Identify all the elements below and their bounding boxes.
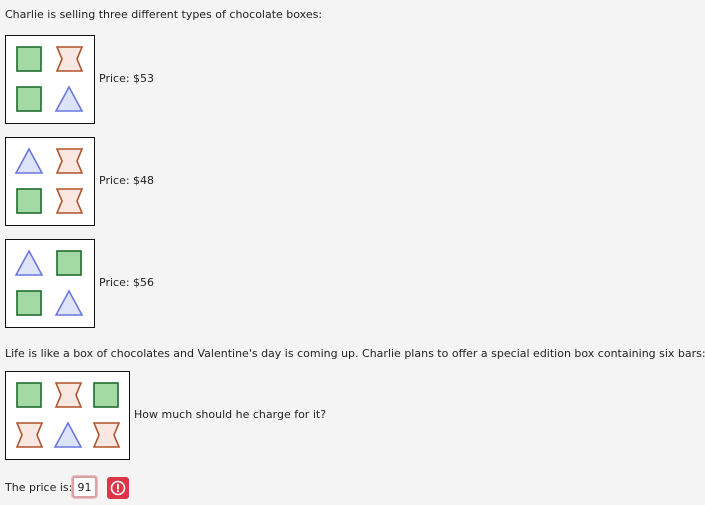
chocolate-box-3 xyxy=(5,239,95,328)
chocolate-box-1-item-2 xyxy=(55,46,84,72)
chocolate-box-2 xyxy=(5,137,95,226)
chocolate-box-1-item-4 xyxy=(54,85,84,112)
chocolate-box-2-item-2 xyxy=(55,148,84,174)
special-box-item-1 xyxy=(16,382,42,408)
chocolate-box-3-item-2 xyxy=(56,250,82,276)
chocolate-box-3-price: Price: $56 xyxy=(99,276,155,289)
chocolate-box-2-item-3 xyxy=(16,188,42,214)
chocolate-box-1 xyxy=(5,35,95,124)
special-edition-box xyxy=(5,371,130,460)
special-box-item-5 xyxy=(53,421,83,448)
price-answer-input[interactable] xyxy=(72,476,97,498)
exclamation-circle-icon xyxy=(110,480,126,496)
problem-intro: Charlie is selling three different types… xyxy=(5,8,323,21)
chocolate-box-1-item-3 xyxy=(16,86,42,112)
chocolate-box-1-item-1 xyxy=(16,46,42,72)
chocolate-box-2-item-1 xyxy=(14,147,44,174)
chocolate-box-3-item-1 xyxy=(14,249,44,276)
special-box-item-2 xyxy=(54,382,83,408)
error-badge[interactable] xyxy=(107,477,129,499)
special-box-item-3 xyxy=(93,382,119,408)
special-intro: Life is like a box of chocolates and Val… xyxy=(5,347,705,360)
chocolate-box-2-price: Price: $48 xyxy=(99,174,155,187)
chocolate-box-1-price: Price: $53 xyxy=(99,72,155,85)
chocolate-box-3-item-4 xyxy=(54,289,84,316)
question-text: How much should he charge for it? xyxy=(134,408,327,421)
chocolate-box-3-item-3 xyxy=(16,290,42,316)
special-box-item-6 xyxy=(92,422,121,448)
special-box-item-4 xyxy=(15,422,44,448)
chocolate-box-2-item-4 xyxy=(55,188,84,214)
answer-label: The price is: xyxy=(5,481,73,494)
